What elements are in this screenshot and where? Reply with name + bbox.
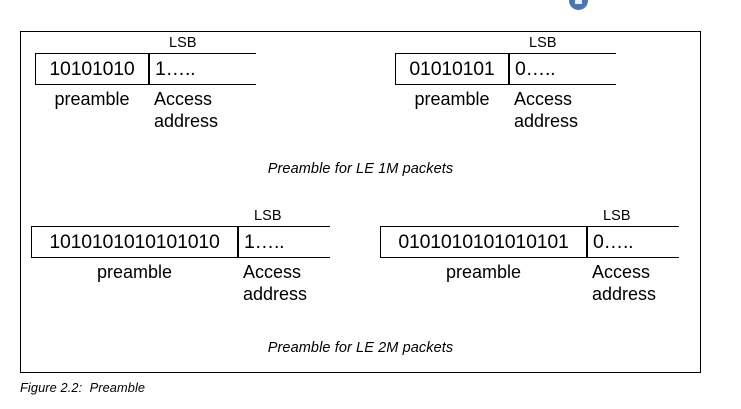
lsb-label: LSB: [254, 208, 282, 224]
blue-circle-icon: [569, 0, 588, 10]
access-address-label-line1: Access: [514, 89, 573, 109]
packet-cells: 01010101 0…..: [395, 53, 616, 85]
access-address-label-line1: Access: [592, 262, 651, 282]
access-address-cell: 0…..: [587, 226, 679, 258]
section-caption-le-2m: Preamble for LE 2M packets: [267, 340, 454, 356]
access-address-label-line2: address: [592, 284, 657, 304]
packet-cell-labels: preamble Access address: [380, 261, 684, 305]
preamble-label: preamble: [445, 262, 522, 282]
lsb-label: LSB: [603, 208, 631, 224]
section-caption-le-1m: Preamble for LE 1M packets: [267, 161, 454, 177]
diagram-row-le-2m: LSB 1010101010101010 1….. preamble Acces…: [21, 209, 700, 324]
packet-cells: 1010101010101010 1…..: [31, 226, 330, 258]
preamble-cell: 0101010101010101: [380, 226, 587, 258]
access-address-label: Access address: [587, 261, 684, 305]
packet-section-le-2m: LSB 1010101010101010 1….. preamble Acces…: [21, 209, 700, 356]
diagram-row-le-1m: LSB 10101010 1….. preamble Access addres…: [21, 36, 700, 151]
preamble-label: preamble: [96, 262, 173, 282]
packet-cell-labels: preamble Access address: [395, 88, 621, 132]
preamble-cell: 10101010: [35, 53, 149, 85]
access-address-label: Access address: [149, 88, 261, 132]
figure-caption: Figure 2.2: Preamble: [20, 380, 146, 395]
access-address-label-line2: address: [243, 284, 308, 304]
access-address-label: Access address: [509, 88, 621, 132]
preamble-label: preamble: [54, 89, 130, 109]
lsb-label: LSB: [169, 35, 197, 51]
packet-section-le-1m: LSB 10101010 1….. preamble Access addres…: [21, 36, 700, 177]
access-address-label-line2: address: [514, 111, 579, 131]
blue-circle-inner-mark: [575, 0, 582, 4]
packet-cell-labels: preamble Access address: [31, 261, 335, 305]
figure-frame: LSB 10101010 1….. preamble Access addres…: [20, 31, 701, 373]
access-address-cell: 1…..: [238, 226, 330, 258]
preamble-label: preamble: [414, 89, 490, 109]
preamble-cell: 01010101: [395, 53, 509, 85]
packet-cells: 10101010 1…..: [35, 53, 256, 85]
access-address-cell: 0…..: [509, 53, 616, 85]
access-address-label-line2: address: [154, 111, 219, 131]
access-address-cell: 1…..: [149, 53, 256, 85]
access-address-label-line1: Access: [243, 262, 302, 282]
packet-cell-labels: preamble Access address: [35, 88, 261, 132]
lsb-label: LSB: [529, 35, 557, 51]
access-address-label: Access address: [238, 261, 335, 305]
packet-cells: 0101010101010101 0…..: [380, 226, 679, 258]
access-address-label-line1: Access: [154, 89, 213, 109]
preamble-cell: 1010101010101010: [31, 226, 238, 258]
